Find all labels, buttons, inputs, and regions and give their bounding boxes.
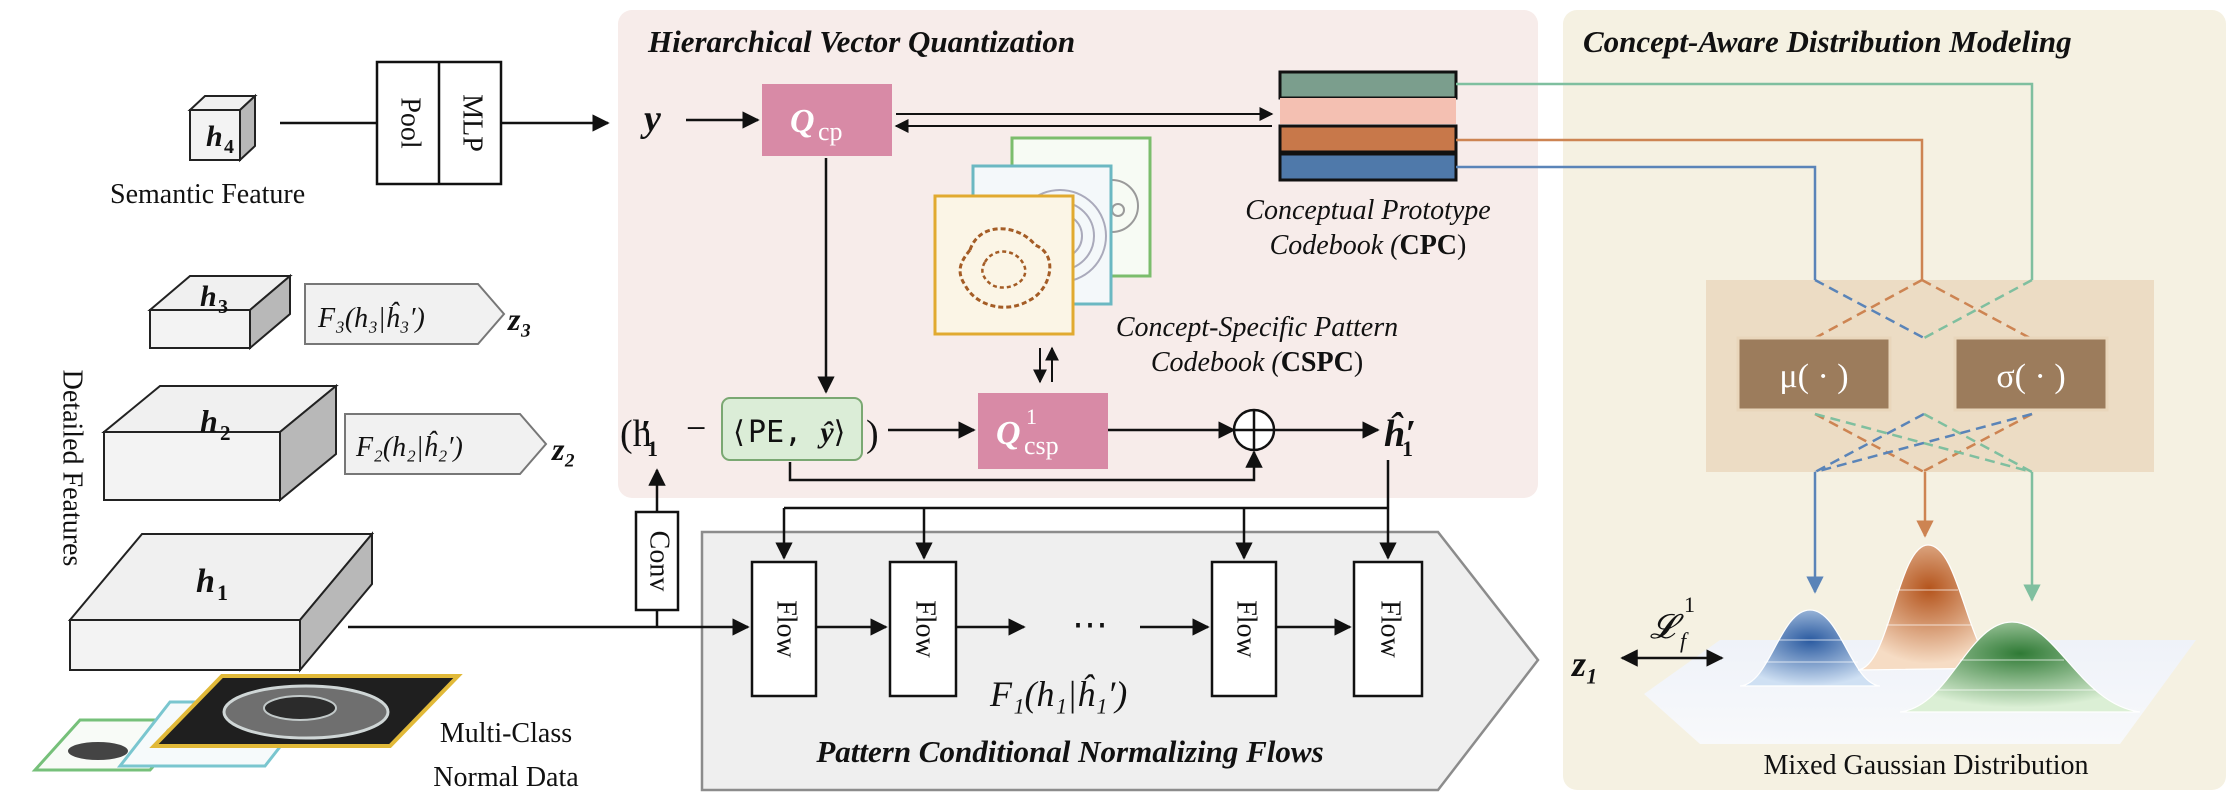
z1-label: z₁ <box>1570 644 1599 684</box>
svg-text:1: 1 <box>1684 592 1695 617</box>
h2-block: h 2 <box>101 383 339 503</box>
pool-label: Pool <box>395 97 426 149</box>
svg-text:1: 1 <box>1026 404 1037 429</box>
h1-hat-sub: 1 <box>1402 436 1413 461</box>
svg-text:Flow: Flow <box>910 600 941 658</box>
svg-text:Q: Q <box>996 415 1021 452</box>
svg-text:Flow: Flow <box>1375 600 1406 658</box>
semantic-feature-label: Semantic Feature <box>110 179 305 210</box>
normal-data-label-line1: Multi-Class <box>440 718 572 749</box>
svg-text:1: 1 <box>217 580 228 605</box>
svg-text:h: h <box>196 563 215 600</box>
z2-label: z₂ <box>551 431 576 467</box>
svg-text:2: 2 <box>220 421 231 445</box>
q-csp-box: Q 1 csp <box>978 393 1108 469</box>
paren-close: ) <box>866 413 879 455</box>
flow-block-4: Flow <box>1352 560 1424 698</box>
h4-cube: h 4 <box>187 93 258 163</box>
cpc-codebook <box>1278 70 1458 182</box>
pe-box: ⟨PE, ŷ⟩ <box>721 397 863 461</box>
svg-text:Conv: Conv <box>644 531 675 592</box>
svg-text:h: h <box>200 403 218 439</box>
svg-text:Q: Q <box>790 103 815 140</box>
cspc-codebook-images <box>933 136 1152 336</box>
h1-prime-sub: 1 <box>647 436 658 461</box>
flow-block-1: Flow <box>750 560 818 698</box>
minus-sign: − <box>686 408 706 448</box>
hvq-title: Hierarchical Vector Quantization <box>647 24 1075 59</box>
h1-block: h 1 <box>67 531 375 673</box>
flow-block-2: Flow <box>888 560 958 698</box>
cspc-label-line2: Codebook (CSPC) <box>1151 347 1363 378</box>
cpc-label-line2: Codebook (CPC) <box>1270 230 1467 261</box>
h3-block: h 3 <box>147 273 293 351</box>
cpc-label-line1: Conceptual Prototype <box>1245 195 1490 226</box>
svg-text:F₃(h₃|ĥ₃′): F₃(h₃|ĥ₃′) <box>317 302 425 334</box>
mu-box: μ( · ) <box>1736 336 1892 412</box>
f3-tag: F₃(h₃|ĥ₃′) <box>304 283 506 345</box>
svg-text:Flow: Flow <box>1231 600 1262 658</box>
f2-tag: F₂(h₂|ĥ₂′) <box>344 413 548 475</box>
svg-text:h: h <box>200 280 217 313</box>
svg-text:3: 3 <box>218 296 228 318</box>
h1-hat-prime: ĥ′ <box>1384 412 1416 455</box>
detailed-features-label: Detailed Features <box>57 370 88 567</box>
svg-text:Flow: Flow <box>771 600 802 658</box>
sigma-box: σ( · ) <box>1953 336 2109 412</box>
q-cp-box: Q cp <box>762 84 892 156</box>
svg-text:μ( · ): μ( · ) <box>1779 358 1848 395</box>
normal-data-images <box>31 674 463 772</box>
flow-block-3: Flow <box>1210 560 1278 698</box>
pool-mlp-block: Pool MLP <box>375 60 503 186</box>
cadm-title: Concept-Aware Distribution Modeling <box>1583 24 2072 59</box>
cspc-label-line1: Concept-Specific Pattern <box>1116 312 1398 343</box>
routing-dashes <box>1814 278 2033 474</box>
svg-text:f: f <box>1680 628 1689 653</box>
mlp-label: MLP <box>457 94 488 152</box>
svg-text:cp: cp <box>818 117 843 146</box>
normal-data-label-line2: Normal Data <box>433 762 579 793</box>
flow-ellipsis: ⋯ <box>1072 604 1108 644</box>
svg-text:h: h <box>206 120 223 153</box>
mixed-gaussian-plot <box>1644 544 2196 744</box>
conv-block: Conv <box>634 510 680 612</box>
y-label: y <box>640 98 661 140</box>
z3-label: z₃ <box>507 301 532 337</box>
svg-text:csp: csp <box>1024 431 1059 460</box>
f1-label: F₁(h₁|ĥ₁′) <box>989 674 1127 714</box>
mixed-gaussian-label: Mixed Gaussian Distribution <box>1763 750 2088 781</box>
svg-text:σ( · ): σ( · ) <box>1996 358 2065 395</box>
h1-prime-term: (h <box>620 413 652 455</box>
h1-prime-h-glyph: ′ <box>640 413 651 455</box>
svg-text:F₂(h₂|ĥ₂′): F₂(h₂|ĥ₂′) <box>355 431 463 463</box>
pcnf-title: Pattern Conditional Normalizing Flows <box>815 734 1323 769</box>
svg-text:⟨PE, ŷ⟩: ⟨PE, ŷ⟩ <box>730 415 845 450</box>
add-operator <box>1232 408 1276 452</box>
svg-text:4: 4 <box>224 136 234 158</box>
